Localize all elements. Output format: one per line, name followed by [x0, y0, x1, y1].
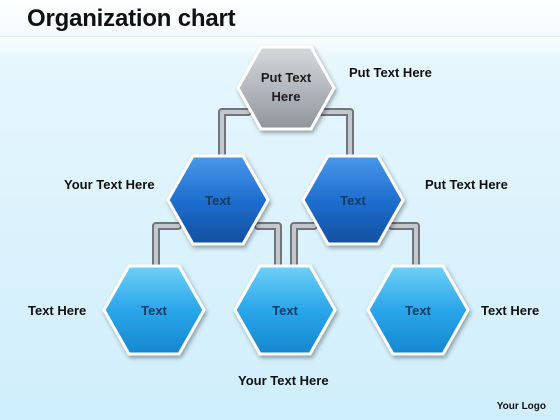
node-bottom-3: Text [366, 264, 470, 356]
label-left-mid-side: Your Text Here [64, 177, 155, 192]
connector-left-bottom2 [254, 222, 282, 274]
page-title: Organization chart [27, 5, 236, 32]
label-root-side: Put Text Here [349, 65, 432, 80]
node-right-mid-label: Text [340, 193, 366, 208]
connector-root-left [218, 108, 252, 164]
node-bottom-1: Text [102, 264, 206, 356]
node-bottom-2: Text [233, 264, 337, 356]
node-right-mid: Text [301, 154, 405, 246]
node-bottom-1-label: Text [141, 303, 167, 318]
node-root: Put Text Here [236, 45, 336, 131]
node-bottom-2-label: Text [272, 303, 298, 318]
node-root-line2: Here [272, 89, 301, 104]
node-bottom-3-label: Text [405, 303, 431, 318]
node-left-mid: Text [166, 154, 270, 246]
node-left-mid-label: Text [205, 193, 231, 208]
label-right-mid-side: Put Text Here [425, 177, 508, 192]
connector-right-bottom2 [290, 222, 318, 274]
node-root-line1: Put Text [261, 70, 312, 85]
label-bottom-center: Your Text Here [238, 373, 329, 388]
connector-root-right [318, 108, 354, 164]
connector-right-bottom3 [388, 222, 420, 274]
label-bottom-right-side: Text Here [481, 303, 540, 318]
label-bottom-left-side: Text Here [28, 303, 87, 318]
title-bar: Organization chart [0, 0, 560, 37]
footer-logo: Your Logo [496, 401, 546, 412]
connector-left-bottom1 [152, 222, 182, 274]
connectors [152, 108, 420, 274]
